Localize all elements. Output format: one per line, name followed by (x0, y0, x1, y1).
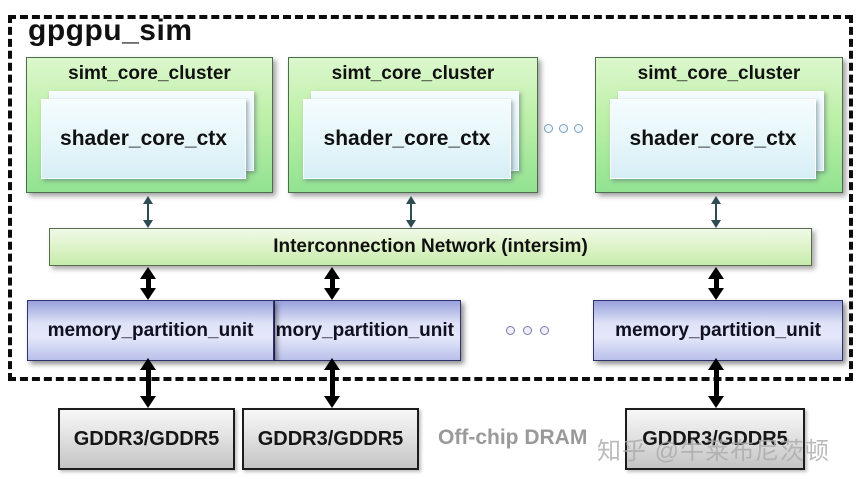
dram-chip-2: GDDR3/GDDR5 (242, 408, 419, 470)
simt-core-cluster-1: simt_core_cluster shader_core_ctx (26, 57, 273, 193)
memory-partition-unit-3: memory_partition_unit (593, 300, 843, 361)
arrow-up-icon (708, 267, 724, 279)
dot-icon (523, 326, 532, 335)
memory-dram-arrow (707, 358, 725, 408)
zhihu-watermark: 知乎 @牛莱布尼茨顿 (597, 438, 831, 465)
cluster-label: simt_core_cluster (331, 63, 495, 84)
cluster-network-arrow (405, 196, 417, 228)
network-memory-arrow (707, 267, 725, 300)
dram-chip-1: GDDR3/GDDR5 (58, 408, 235, 470)
shader-core-ctx-card: shader_core_ctx (41, 99, 246, 179)
simt-core-cluster-2: simt_core_cluster shader_core_ctx (288, 57, 538, 193)
memory-partition-unit-1: memory_partition_unit (27, 300, 274, 361)
network-memory-arrow (323, 267, 341, 300)
interconnection-network: Interconnection Network (intersim) (49, 228, 812, 266)
dot-icon (506, 326, 515, 335)
arrow-up-icon (324, 267, 340, 279)
dot-icon (574, 124, 583, 133)
arrow-down-icon (708, 288, 724, 300)
arrow-down-icon (143, 220, 153, 228)
arrow-down-icon (140, 396, 156, 408)
dot-icon (559, 124, 568, 133)
arrow-down-icon (324, 288, 340, 300)
dram-chip-3: GDDR3/GDDR5 (625, 408, 805, 470)
arrow-down-icon (406, 220, 416, 228)
memory-partition-unit-2: memory_partition_unit (274, 300, 461, 361)
arrow-down-icon (711, 220, 721, 228)
simt-core-cluster-3: simt_core_cluster shader_core_ctx (595, 57, 843, 193)
dot-icon (544, 124, 553, 133)
cluster-ellipsis-dots (544, 124, 583, 133)
arrow-up-icon (708, 358, 724, 370)
cluster-network-arrow (710, 196, 722, 228)
arrow-up-icon (406, 196, 416, 204)
dot-icon (540, 326, 549, 335)
arrow-down-icon (140, 288, 156, 300)
arrow-down-icon (708, 396, 724, 408)
arrow-up-icon (711, 196, 721, 204)
cluster-label: simt_core_cluster (637, 63, 801, 84)
arrow-up-icon (324, 358, 340, 370)
shader-core-ctx-card: shader_core_ctx (303, 99, 511, 179)
memory-ellipsis-dots (506, 326, 549, 335)
memory-dram-arrow (139, 358, 157, 408)
arrow-up-icon (143, 196, 153, 204)
offchip-dram-label: Off-chip DRAM (438, 426, 588, 449)
arrow-down-icon (324, 396, 340, 408)
cluster-network-arrow (142, 196, 154, 228)
cluster-label: simt_core_cluster (68, 63, 231, 84)
arrow-up-icon (140, 267, 156, 279)
arrow-up-icon (140, 358, 156, 370)
shader-core-ctx-card: shader_core_ctx (610, 99, 816, 179)
diagram-title: gpgpu_sim (28, 14, 193, 47)
memory-dram-arrow (323, 358, 341, 408)
network-memory-arrow (139, 267, 157, 300)
